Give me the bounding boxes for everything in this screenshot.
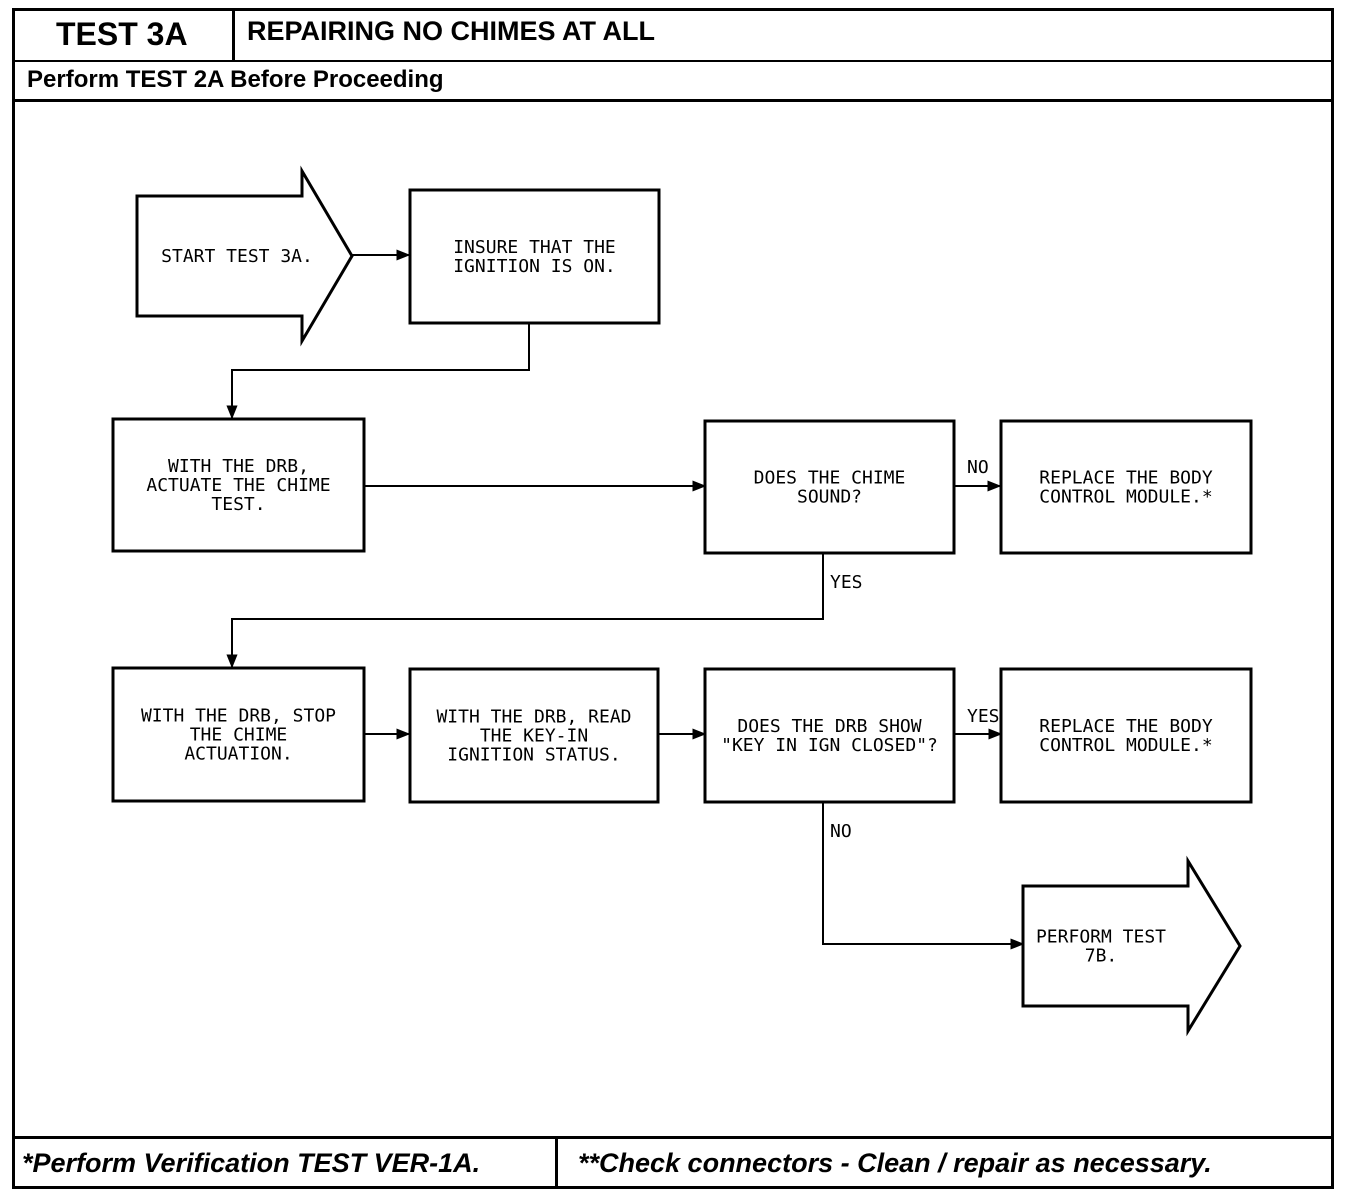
node-actuate-line: TEST.	[211, 494, 265, 515]
node-stop-line: WITH THE DRB, STOP	[141, 706, 336, 727]
footer-rule	[12, 1136, 1334, 1139]
node-replace1-line: REPLACE THE BODY	[1039, 468, 1213, 489]
node-read-line: THE KEY-IN	[480, 726, 588, 747]
node-read-line: WITH THE DRB, READ	[436, 707, 631, 728]
prerequisite-note: Perform TEST 2A Before Proceeding	[27, 66, 444, 93]
connector-key-no	[822, 802, 1025, 950]
node-key-q-line: "KEY IN IGN CLOSED"?	[721, 735, 938, 756]
node-replace2-shape	[999, 667, 1253, 804]
node-chime-q-line: DOES THE CHIME	[754, 468, 906, 489]
node-key-q-line: DOES THE DRB SHOW	[737, 716, 921, 737]
node-read-line: IGNITION STATUS.	[447, 745, 620, 766]
node-ignition-line: IGNITION IS ON.	[453, 256, 616, 277]
footer-note-verification: *Perform Verification TEST VER-1A.	[22, 1148, 481, 1178]
node-replace1-shape	[999, 419, 1253, 555]
connector-chime-yes	[226, 553, 824, 669]
connectors	[226, 249, 1025, 950]
node-stop-line: ACTUATION.	[184, 744, 292, 765]
node-key-q: DOES THE DRB SHOW"KEY IN IGN CLOSED"?	[703, 667, 956, 804]
test-id: TEST 3A	[56, 16, 188, 52]
node-replace2-line: REPLACE THE BODY	[1039, 716, 1213, 737]
footer-note-connectors: **Check connectors - Clean / repair as n…	[578, 1148, 1212, 1178]
node-chime-q-line: SOUND?	[797, 487, 862, 508]
node-key-q-shape	[703, 667, 956, 804]
test-title: REPAIRING NO CHIMES AT ALL	[247, 16, 655, 46]
node-stop-line: THE CHIME	[190, 725, 288, 746]
node-actuate-line: WITH THE DRB,	[168, 456, 309, 477]
node-start-line: START TEST 3A.	[161, 246, 313, 267]
node-ignition-shape	[408, 188, 661, 325]
test-id-cell	[12, 8, 235, 62]
node-replace1-line: CONTROL MODULE.*	[1039, 487, 1212, 508]
node-ignition-line: INSURE THAT THE	[453, 237, 616, 258]
node-actuate-shape	[111, 417, 366, 553]
node-start-shape	[135, 165, 354, 347]
header-rule-2	[12, 99, 1334, 102]
node-chime-q-shape	[703, 419, 956, 555]
node-replace2-line: CONTROL MODULE.*	[1039, 735, 1212, 756]
connector-ignition-to-actuate	[226, 323, 530, 420]
edge-label-chime-no: NO	[967, 457, 989, 478]
node-perform7b-line: 7B.	[1085, 946, 1118, 967]
node-perform7b-line: PERFORM TEST	[1036, 927, 1166, 948]
edge-label-chime-yes: YES	[830, 572, 863, 593]
outer-frame	[12, 8, 1334, 1189]
footer-divider	[555, 1136, 558, 1189]
header-rule-1	[12, 60, 1334, 62]
edge-label-key-yes: YES	[967, 706, 1000, 727]
edge-label-key-no: NO	[830, 821, 852, 842]
node-perform7b-shape	[1021, 855, 1242, 1037]
node-start: START TEST 3A.	[135, 165, 354, 347]
node-actuate-line: ACTUATE THE CHIME	[146, 475, 330, 496]
node-stop-shape	[111, 666, 366, 803]
node-read-shape	[408, 667, 660, 804]
